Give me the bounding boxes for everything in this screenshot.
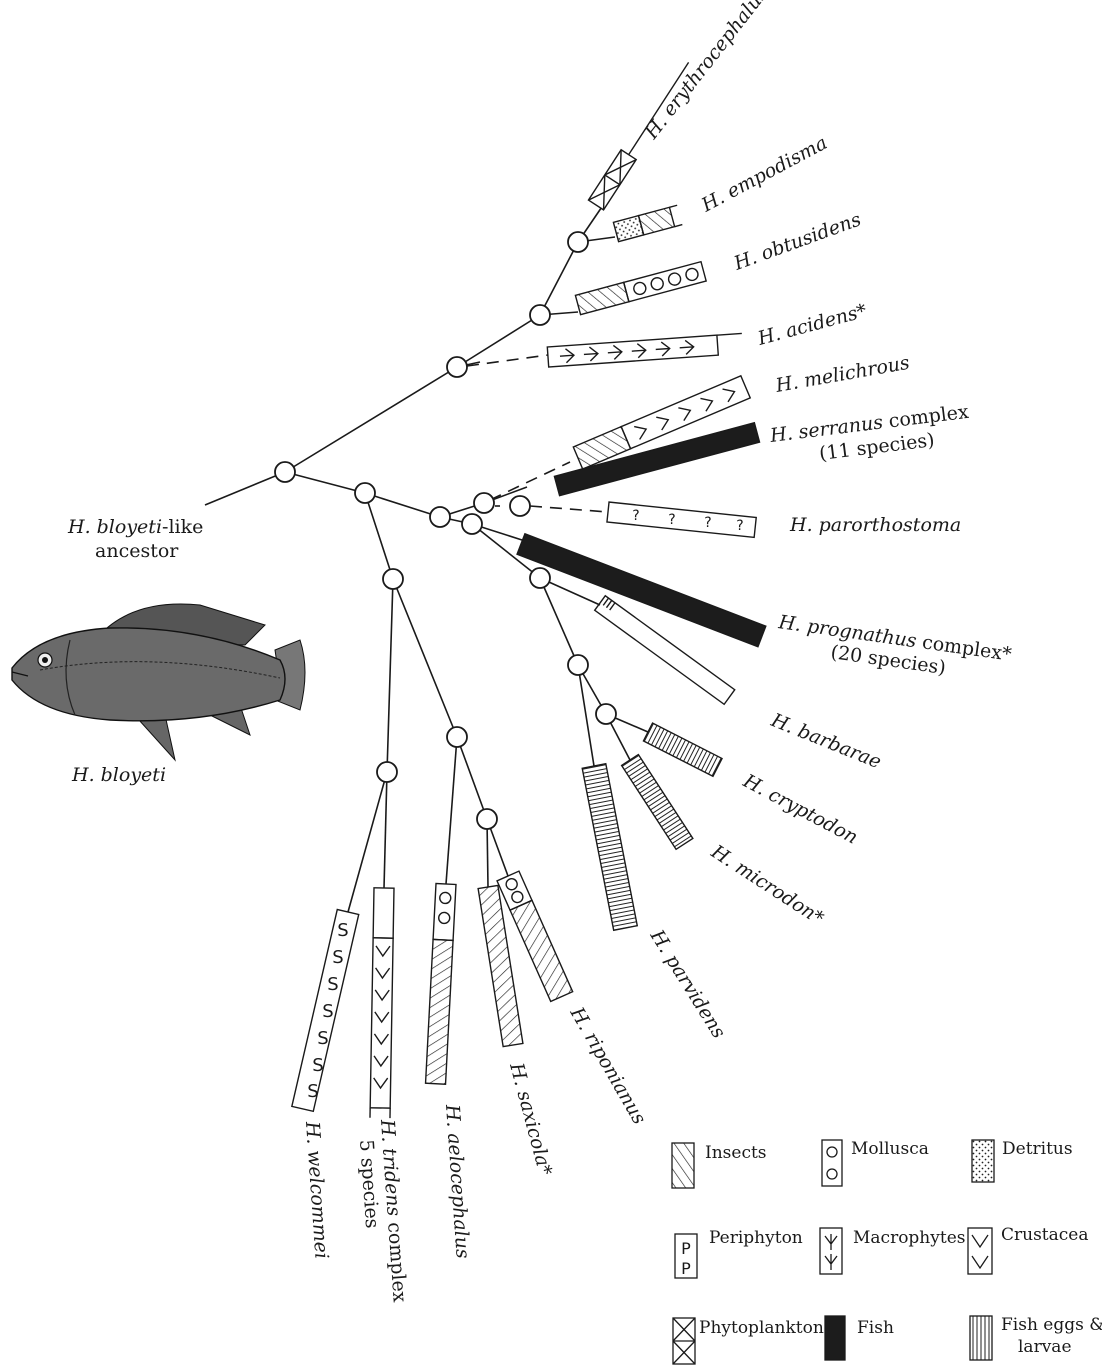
legend-mollusca-swatch	[822, 1140, 842, 1186]
fish-illustration	[12, 604, 305, 760]
bar-aelocephalus	[426, 883, 456, 1084]
bar-obtusidens	[575, 262, 706, 315]
label-welcommei: H. welcommei	[301, 1120, 333, 1260]
bar-empodisma	[613, 205, 682, 241]
legend-fish-label: Fish	[857, 1318, 894, 1338]
label-parorthostoma: H. parorthostoma	[789, 514, 961, 536]
legend-fish-swatch	[825, 1316, 845, 1360]
svg-text:P: P	[681, 1259, 691, 1278]
bar-cryptodon	[643, 723, 722, 776]
bar-parvidens	[582, 764, 637, 931]
svg-text:S: S	[322, 1001, 333, 1022]
legend-crustacea-swatch	[968, 1228, 992, 1274]
label-aelocephalus: H. aelocephalus	[441, 1103, 474, 1260]
legend-detritus-swatch	[972, 1140, 994, 1182]
legend-macrophytes-label: Macrophytes	[853, 1228, 965, 1248]
svg-text:S: S	[337, 920, 348, 941]
svg-text:S: S	[307, 1081, 318, 1102]
legend-periphyton-swatch: P P	[675, 1234, 697, 1278]
bar-acidens	[547, 333, 743, 367]
label-acidens: H. acidens*	[755, 300, 870, 351]
legend-macrophytes-swatch	[820, 1228, 842, 1274]
legend-fish-eggs-label-line2: larvae	[1018, 1337, 1072, 1357]
legend-fish-eggs-label: Fish eggs &	[1001, 1315, 1102, 1335]
svg-text:S: S	[327, 974, 338, 995]
tree-nodes	[275, 232, 616, 829]
legend-insects-swatch	[672, 1143, 694, 1188]
svg-text:?: ?	[668, 512, 675, 528]
ancestor-label-line2: ancestor	[95, 540, 179, 562]
legend-phytoplankton-swatch	[673, 1318, 695, 1364]
legend-mollusca-label: Mollusca	[851, 1139, 929, 1159]
legend-detritus-label: Detritus	[1002, 1139, 1073, 1159]
label-microdon: H. microdon*	[706, 840, 828, 930]
label-parvidens: H. parvidens	[645, 925, 730, 1042]
ancestor-label: H. bloyeti-like	[67, 516, 203, 538]
legend-fish-eggs-swatch	[970, 1316, 992, 1360]
svg-text:?: ?	[736, 518, 743, 534]
label-obtusidens: H. obtusidens	[730, 208, 864, 275]
label-cryptodon: H. cryptodon	[739, 770, 862, 849]
bar-microdon	[622, 755, 693, 850]
legend-periphyton-label: Periphyton	[709, 1228, 803, 1248]
label-empodisma: H. empodisma	[697, 132, 831, 217]
svg-text:S: S	[332, 947, 343, 968]
legend: Insects Mollusca Detritus P P Periphyton…	[672, 1139, 1102, 1364]
svg-text:S: S	[317, 1028, 328, 1049]
bar-parorthostoma	[607, 502, 756, 537]
diet-bars	[292, 58, 766, 1119]
label-riponianus: H. riponianus	[565, 1003, 650, 1129]
label-barbarae: H. barbarae	[767, 709, 884, 773]
label-erythrocephalus: H. erythrocephalus	[640, 0, 772, 144]
fish-caption: H. bloyeti	[71, 764, 166, 786]
bar-prognathus	[517, 534, 766, 647]
svg-text:?: ?	[704, 515, 711, 531]
legend-crustacea-label: Crustacea	[1001, 1225, 1089, 1245]
bar-tridens	[370, 888, 394, 1118]
legend-phytoplankton-label: Phytoplankton	[699, 1318, 824, 1338]
label-melichrous: H. melichrous	[773, 352, 911, 397]
svg-text:P: P	[681, 1239, 691, 1258]
label-saxicola: H. saxicola*	[505, 1060, 557, 1179]
svg-text:?: ?	[632, 508, 639, 524]
legend-insects-label: Insects	[705, 1143, 767, 1163]
svg-text:S: S	[312, 1055, 323, 1076]
